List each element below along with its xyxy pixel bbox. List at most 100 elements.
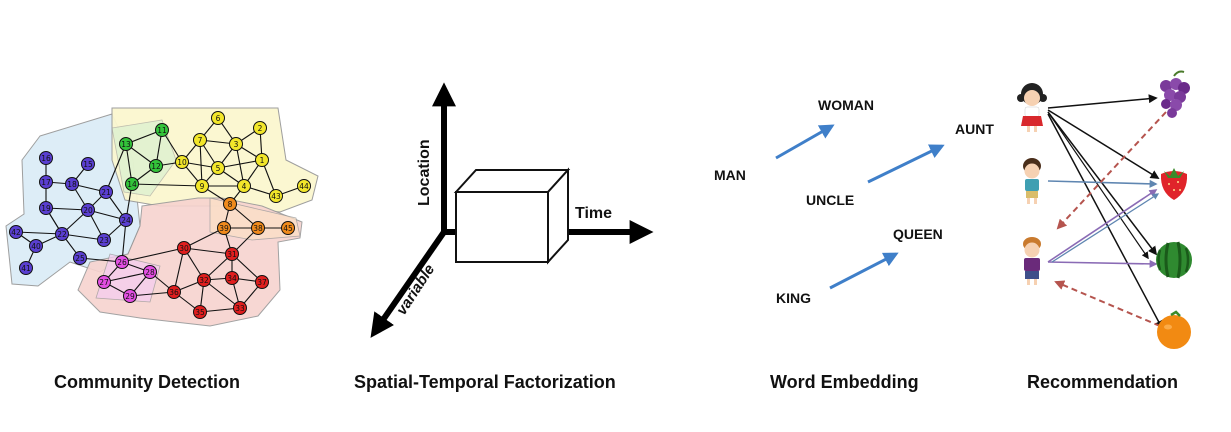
graph-node: 44 — [297, 179, 311, 193]
graph-edge — [131, 183, 203, 187]
graph-edge — [121, 219, 127, 263]
graph-node: 27 — [97, 275, 111, 289]
graph-node-label: 45 — [283, 224, 293, 233]
graph-node: 45 — [281, 221, 295, 235]
graph-node: 13 — [119, 137, 133, 151]
graph-node-label: 13 — [121, 140, 131, 149]
graph-edge — [129, 291, 175, 297]
graph-node: 5 — [211, 161, 225, 175]
graph-node-label: 35 — [195, 308, 205, 317]
graph-node-label: 29 — [125, 292, 135, 301]
uncle-aunt-arrow — [867, 144, 945, 184]
graph-node-label: 34 — [227, 274, 237, 283]
graph-node: 40 — [29, 239, 43, 253]
graph-node-label: 7 — [198, 136, 203, 145]
word-woman: WOMAN — [818, 97, 874, 113]
graph-node: 42 — [9, 225, 23, 239]
graph-node-label: 10 — [177, 158, 187, 167]
graph-node: 18 — [65, 177, 79, 191]
graph-node: 17 — [39, 175, 53, 189]
graph-node: 39 — [217, 221, 231, 235]
graph-node: 8 — [223, 197, 237, 211]
graph-node-label: 20 — [83, 206, 93, 215]
graph-node: 14 — [125, 177, 139, 191]
orange-fruit-icon — [1157, 310, 1191, 349]
spatial-temporal-diagram: Location Time variable — [370, 82, 654, 338]
graph-node-label: 16 — [41, 154, 51, 163]
king-queen-arrow — [829, 252, 899, 290]
graph-node: 1 — [255, 153, 269, 167]
location-axis-label: Location — [416, 139, 433, 206]
graph-node: 3 — [229, 137, 243, 151]
graph-node: 10 — [175, 155, 189, 169]
graph-node-label: 19 — [41, 204, 51, 213]
graph-node: 6 — [211, 111, 225, 125]
graph-node-label: 41 — [21, 264, 31, 273]
graph-edge — [235, 143, 245, 187]
graph-node-label: 40 — [31, 242, 41, 251]
graph-edge — [61, 233, 105, 241]
graph-node-label: 36 — [169, 288, 179, 297]
graph-node-label: 21 — [101, 188, 111, 197]
graph-node-label: 24 — [121, 216, 131, 225]
graph-node-label: 25 — [75, 254, 85, 263]
graph-node: 7 — [193, 133, 207, 147]
boy-icon — [1023, 237, 1041, 285]
graph-node-label: 4 — [242, 182, 247, 191]
graph-node-label: 18 — [67, 180, 77, 189]
graph-node: 43 — [269, 189, 283, 203]
graph-node-label: 23 — [99, 236, 109, 245]
graph-node: 23 — [97, 233, 111, 247]
graph-edge — [15, 231, 63, 235]
graph-node-label: 3 — [234, 140, 239, 149]
graph-node-label: 30 — [179, 244, 189, 253]
graph-node: 9 — [195, 179, 209, 193]
graph-edge — [203, 279, 241, 309]
word-embedding-diagram: MAN WOMAN UNCLE AUNT KING QUEEN — [714, 97, 994, 306]
graph-edge — [103, 271, 151, 283]
word-uncle: UNCLE — [806, 192, 854, 208]
graph-node: 24 — [119, 213, 133, 227]
graph-node: 4 — [237, 179, 251, 193]
word-aunt: AUNT — [955, 121, 994, 137]
graph-edge — [183, 227, 225, 249]
grapes-icon — [1160, 70, 1190, 118]
graph-node: 16 — [39, 151, 53, 165]
graph-node-label: 5 — [216, 164, 221, 173]
graph-node: 15 — [81, 157, 95, 171]
data-cube — [453, 167, 571, 265]
graph-node-label: 14 — [127, 180, 137, 189]
graph-node-label: 11 — [157, 126, 167, 135]
graph-edge — [173, 247, 185, 293]
graph-edge — [121, 247, 185, 263]
graph-node-label: 31 — [227, 250, 237, 259]
graph-node: 26 — [115, 255, 129, 269]
word-queen: QUEEN — [893, 226, 943, 242]
graph-node-label: 17 — [41, 178, 51, 187]
recommendation-arrows — [1047, 94, 1167, 330]
graph-node: 41 — [19, 261, 33, 275]
graph-node-label: 22 — [57, 230, 67, 239]
graph-edge — [79, 257, 123, 263]
graph-node: 2 — [253, 121, 267, 135]
graph-node: 22 — [55, 227, 69, 241]
graph-node: 35 — [193, 305, 207, 319]
graph-node-label: 26 — [117, 258, 127, 267]
graph-node: 32 — [197, 273, 211, 287]
graph-node: 25 — [73, 251, 87, 265]
graph-edge — [45, 207, 89, 211]
strawberry-icon — [1160, 168, 1188, 200]
graph-node: 29 — [123, 289, 137, 303]
graph-node-label: 44 — [299, 182, 309, 191]
caption-spatial-temporal-factorization: Spatial-Temporal Factorization — [354, 372, 616, 392]
watermelon-icon — [1156, 241, 1192, 279]
graph-node: 38 — [251, 221, 265, 235]
word-man: MAN — [714, 167, 746, 183]
man-woman-arrow — [775, 124, 835, 160]
graph-node: 37 — [255, 275, 269, 289]
graph-node-label: 33 — [235, 304, 245, 313]
